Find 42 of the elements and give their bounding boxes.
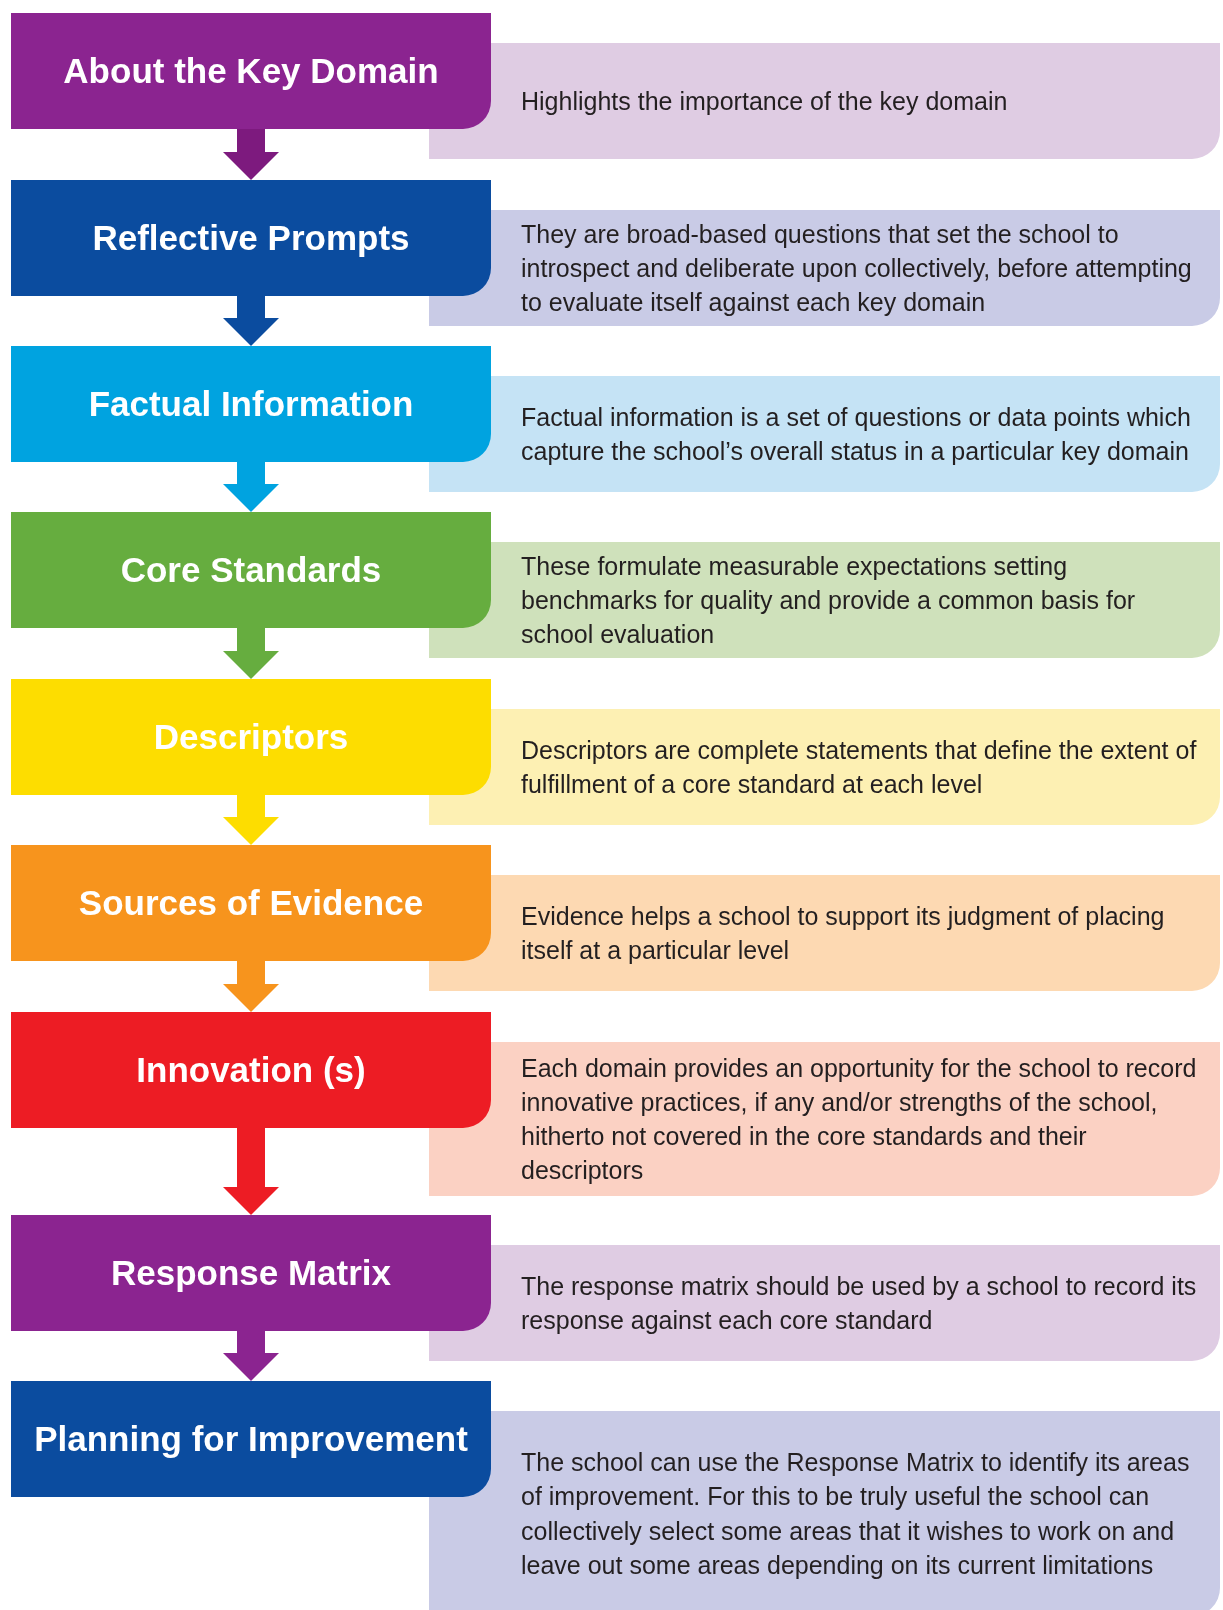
step-description: These formulate measurable expectations setting benchmarks for quality and provide a common basis for school evaluation — [521, 550, 1137, 651]
step-box — [11, 1012, 491, 1128]
step-description: Highlights the importance of the key domain — [521, 85, 1008, 117]
step-title: Sources of Evidence — [78, 882, 424, 925]
description-panel — [429, 1245, 1220, 1361]
step-description: They are broad-based questions that set the school to introspect and deliberate upon collectively, before attempting to evaluate itself against each key domain — [521, 218, 1193, 319]
step-title: About the Key Domain — [63, 50, 439, 93]
step-box — [11, 346, 491, 462]
step-description: The response matrix should be used by a school to record its response against each core standard — [521, 1270, 1198, 1336]
arrow — [223, 628, 279, 679]
step-description: Each domain provides an opportunity for the school to record innovative practices, if any and/or strengths of the school, hitherto not covered in the core standards and their descriptors — [521, 1052, 1198, 1187]
step-title: Innovation (s) — [136, 1049, 366, 1092]
step-description: Descriptors are complete statements that define the extent of fulfillment of a core standard at each level — [521, 734, 1198, 800]
step-box — [11, 845, 491, 961]
step-description: The school can use the Response Matrix to identify its areas of improvement. For this to be truly useful the school can collectively select some areas that it wishes to work on and leave out some areas depending on its current limitations — [521, 1447, 1191, 1581]
step-title: Factual Information — [88, 383, 414, 426]
description-panel — [429, 709, 1220, 825]
arrow — [223, 795, 279, 845]
step-description: Factual information is a set of questions or data points which capture the school’s overall status in a particular key domain — [521, 401, 1192, 467]
step-title: Descriptors — [153, 716, 349, 759]
arrow — [223, 1331, 279, 1381]
arrow — [223, 961, 279, 1012]
step-title: Core Standards — [120, 549, 382, 592]
description-panel — [429, 542, 1220, 658]
arrow — [223, 296, 279, 346]
description-panel — [429, 875, 1220, 991]
step-box — [11, 1381, 491, 1497]
step-title: Reflective Prompts — [92, 217, 410, 260]
arrow — [223, 129, 279, 180]
description-panel — [429, 376, 1220, 492]
arrow — [223, 462, 279, 512]
step-box — [11, 13, 491, 129]
step-box — [11, 180, 491, 296]
step-description: Evidence helps a school to support its judgment of placing itself at a particular level — [521, 900, 1166, 966]
description-panel — [429, 210, 1220, 326]
step-box — [11, 679, 491, 795]
description-panel — [429, 1042, 1220, 1196]
step-box — [11, 1215, 491, 1331]
arrow — [223, 1128, 279, 1215]
step-box — [11, 512, 491, 628]
step-title: Planning for Improvement — [34, 1418, 468, 1461]
step-title: Response Matrix — [110, 1252, 392, 1295]
